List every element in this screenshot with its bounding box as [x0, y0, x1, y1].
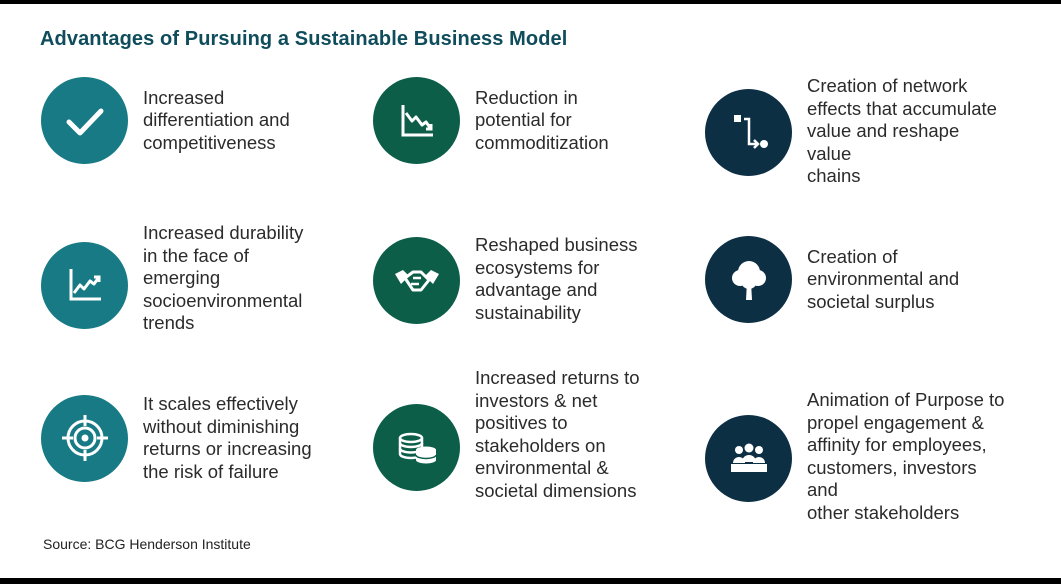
- people-group-icon: [705, 415, 792, 502]
- bottom-border: [0, 578, 1061, 584]
- network-flow-icon: [705, 88, 792, 176]
- tree-icon: [705, 236, 792, 323]
- page-title: Advantages of Pursuing a Sustainable Bus…: [40, 28, 568, 50]
- target-icon: [41, 394, 128, 482]
- checkmark-icon: [41, 77, 128, 164]
- rising-chart-icon: [41, 241, 128, 329]
- top-border: [0, 0, 1061, 4]
- declining-chart-icon: [373, 77, 460, 164]
- coins-icon: [373, 404, 460, 491]
- source-note: Source: BCG Henderson Institute: [43, 536, 251, 552]
- handshake-icon: [373, 236, 460, 324]
